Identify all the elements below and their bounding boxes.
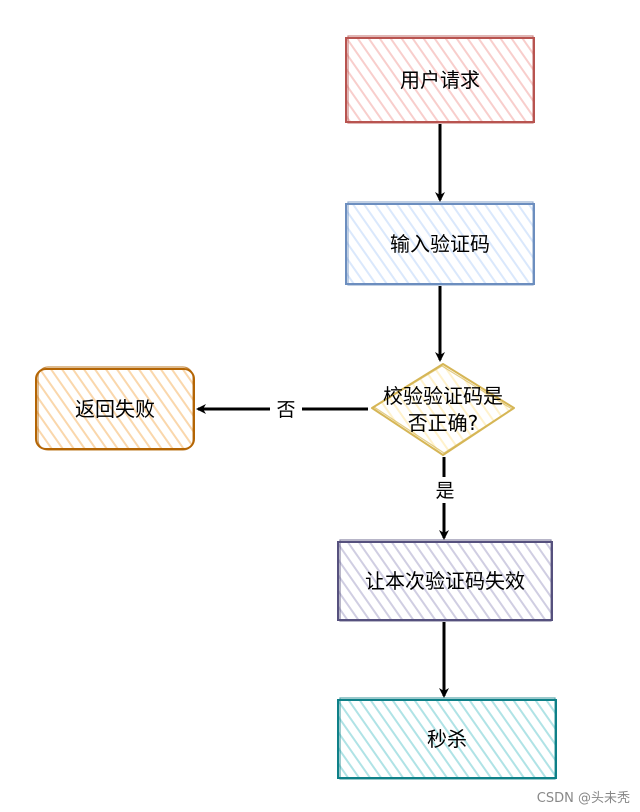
node-invalidate-captcha: 让本次验证码失效 xyxy=(337,539,553,622)
node-check-captcha: 校验验证码是 否正确? xyxy=(371,363,515,456)
node-user-request: 用户请求 xyxy=(345,35,535,124)
edge-no-label: 否 xyxy=(276,399,295,421)
node-return-fail-label: 返回失败 xyxy=(75,397,155,421)
node-seckill: 秒杀 xyxy=(337,697,557,780)
node-input-captcha-label: 输入验证码 xyxy=(390,232,490,256)
node-user-request-label: 用户请求 xyxy=(400,68,480,92)
node-seckill-label: 秒杀 xyxy=(427,727,467,751)
watermark: CSDN @头未秃 xyxy=(536,791,630,806)
node-return-fail: 返回失败 xyxy=(35,366,195,451)
node-invalidate-captcha-label: 让本次验证码失效 xyxy=(365,569,525,593)
node-input-captcha: 输入验证码 xyxy=(345,201,535,286)
edge-yes-label: 是 xyxy=(435,480,454,502)
node-check-captcha-line1: 校验验证码是 xyxy=(383,384,503,408)
node-check-captcha-line2: 否正确? xyxy=(408,411,479,435)
